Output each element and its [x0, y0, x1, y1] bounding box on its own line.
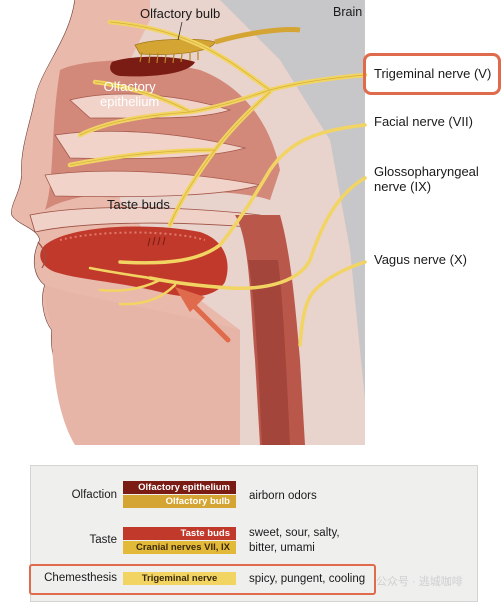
- pointer-arrow: [175, 287, 231, 343]
- trigeminal-highlight-box: [363, 53, 501, 95]
- chemesthesis-highlight-box: [29, 564, 376, 595]
- legend-chemesthesis-desc: spicy, pungent, cooling: [249, 573, 366, 585]
- legend-taste-buds-swatch: Taste buds: [123, 527, 236, 540]
- taste-buds-label: Taste buds: [107, 197, 170, 212]
- olfactory-epithelium: [110, 56, 195, 77]
- brain-label: Brain: [333, 5, 363, 19]
- legend-olfactory-bulb-swatch: Olfactory bulb: [123, 495, 236, 508]
- olfactory-epithelium-label: Olfactory epithelium: [100, 79, 160, 110]
- olfactory-epithelium-line2: epithelium: [100, 93, 160, 109]
- olfactory-tract: [214, 27, 301, 45]
- legend-taste-label: Taste: [89, 534, 118, 546]
- glossopharyngeal-line1: Glossopharyngeal: [374, 164, 479, 179]
- facial-nerve: [118, 123, 367, 265]
- trigeminal-label: Trigeminal nerve (V): [374, 66, 492, 81]
- legend-trigeminal-swatch: Trigeminal nerve: [123, 572, 236, 585]
- face-silhouette: [0, 0, 210, 445]
- olfactory-filaments: [139, 51, 199, 64]
- glossopharyngeal-line2: nerve (IX): [374, 178, 432, 194]
- lip: [37, 241, 46, 269]
- olfactory-epithelium-line1: Olfactory: [103, 79, 156, 94]
- olfactory-bulb-leader: [177, 21, 183, 41]
- watermark: 公众号 · 逃城咖啡: [376, 576, 463, 588]
- olfactory-bulb-label: Olfactory bulb: [140, 6, 221, 21]
- legend-cranial-nerves-swatch: Cranial nerves VII, IX: [123, 541, 236, 554]
- jaw-tissue: [44, 285, 241, 445]
- legend-taste-desc-line2: bitter, umami: [249, 542, 315, 554]
- tongue-highlight: [59, 231, 206, 241]
- legend-taste-desc-line1: sweet, sour, salty,: [249, 527, 340, 539]
- legend-chemesthesis-label: Chemesthesis: [44, 572, 117, 584]
- legend-olfaction-label: Olfaction: [71, 489, 117, 501]
- facial-label: Facial nerve (VII): [374, 114, 473, 129]
- glossopharyngeal-nerve: [148, 176, 367, 290]
- nerve-network: [67, 19, 368, 347]
- legend-panel: Olfaction Olfactory epithelium Olfactory…: [29, 465, 478, 602]
- taste-bud-marks: [147, 236, 166, 247]
- legend-olfaction-desc: airborn odors: [249, 490, 317, 502]
- tongue-nerve-branches: [88, 266, 177, 306]
- vagus-label: Vagus nerve (X): [374, 252, 467, 267]
- glossopharyngeal-label: Glossopharyngeal nerve (IX): [374, 164, 479, 195]
- legend-olfactory-epithelium-swatch: Olfactory epithelium: [123, 481, 236, 494]
- pharynx-inner: [248, 260, 290, 445]
- vagus-nerve: [298, 260, 367, 347]
